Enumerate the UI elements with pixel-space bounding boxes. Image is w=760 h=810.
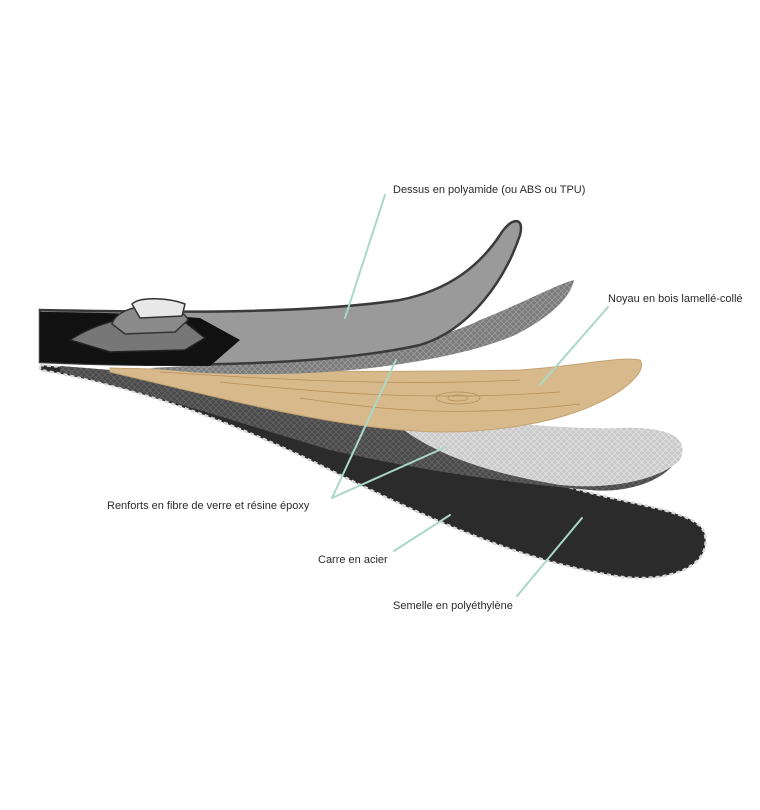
label-base: Semelle en polyéthylène — [393, 600, 513, 612]
leader-core — [539, 306, 609, 386]
leader-reinforcement-lower — [331, 446, 447, 499]
leader-top-sheet — [344, 194, 386, 319]
leader-edge — [393, 514, 451, 552]
leader-reinforcement-upper — [331, 359, 397, 499]
label-core: Noyau en bois lamellé-collé — [608, 293, 743, 305]
wood-core-layer — [109, 358, 642, 433]
upper-fiberglass-layer — [150, 280, 574, 375]
label-edge: Carre en acier — [318, 554, 388, 566]
label-reinforcements: Renforts en fibre de verre et résine épo… — [107, 500, 310, 512]
leader-base — [516, 517, 583, 597]
leader-lines — [331, 194, 609, 597]
label-top-sheet: Dessus en polyamide (ou ABS ou TPU) — [393, 184, 585, 196]
labels: Dessus en polyamide (ou ABS ou TPU) Noya… — [107, 184, 743, 612]
top-sheet-layer — [38, 219, 523, 367]
